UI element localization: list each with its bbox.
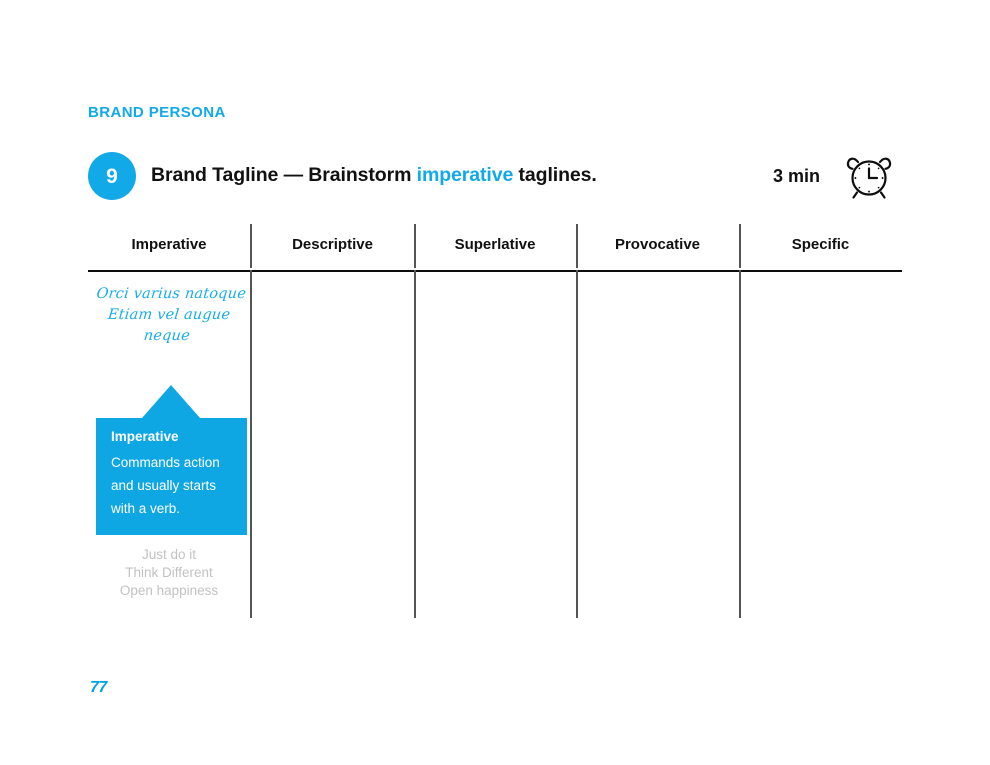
column-divider-3 bbox=[576, 270, 578, 618]
column-header-specific: Specific bbox=[791, 236, 850, 253]
cell-specific[interactable] bbox=[740, 270, 902, 618]
exercise-title: Brand Tagline — Brainstorm imperative ta… bbox=[151, 164, 597, 187]
exercise-title-prefix: Brand Tagline — Brainstorm bbox=[151, 164, 417, 186]
list-item: Just do it bbox=[141, 547, 197, 562]
handwritten-sample-text: Orci varius natoque Etiam vel augue nequ… bbox=[85, 284, 254, 347]
cell-descriptive[interactable] bbox=[251, 270, 414, 618]
tooltip-title: Imperative bbox=[111, 429, 179, 444]
list-item: Open happiness bbox=[119, 582, 219, 598]
duration-label: 3 min bbox=[772, 166, 820, 186]
header-divider-1 bbox=[250, 224, 252, 268]
cell-provocative[interactable] bbox=[577, 270, 739, 618]
column-header-descriptive: Descriptive bbox=[292, 236, 373, 253]
exercise-title-suffix: taglines. bbox=[513, 164, 597, 186]
cell-superlative[interactable] bbox=[415, 270, 576, 618]
header-divider-2 bbox=[414, 224, 416, 268]
tagline-matrix-table: Imperative Descriptive Superlative Provo… bbox=[88, 224, 902, 620]
table-header-row: Imperative Descriptive Superlative Provo… bbox=[88, 224, 902, 272]
example-taglines-list: Just do it Think Different Open happines… bbox=[88, 546, 250, 599]
handwritten-line-1: Orci varius natoque bbox=[95, 286, 247, 302]
page-number: 77 bbox=[90, 679, 107, 696]
column-header-imperative: Imperative bbox=[131, 236, 207, 253]
alarm-clock-icon bbox=[840, 152, 898, 200]
header-divider-4 bbox=[739, 224, 741, 268]
step-number-badge: 9 bbox=[88, 152, 136, 200]
column-divider-4 bbox=[739, 270, 741, 618]
tooltip-body: Commands action and usually starts with … bbox=[111, 455, 220, 517]
exercise-title-highlight: imperative bbox=[416, 164, 514, 186]
section-eyebrow: BRAND PERSONA bbox=[88, 104, 226, 121]
column-header-superlative: Superlative bbox=[454, 236, 536, 253]
column-divider-2 bbox=[414, 270, 416, 618]
tooltip-arrow-icon bbox=[142, 385, 200, 418]
list-item: Think Different bbox=[125, 564, 213, 580]
column-divider-1 bbox=[250, 270, 252, 618]
column-header-provocative: Provocative bbox=[614, 236, 701, 253]
exercise-header: 9 Brand Tagline — Brainstorm imperative … bbox=[88, 152, 902, 202]
header-divider-3 bbox=[576, 224, 578, 268]
imperative-definition-tooltip: Imperative Commands action and usually s… bbox=[96, 385, 247, 535]
handwritten-line-2: Etiam vel augue neque bbox=[107, 307, 232, 345]
